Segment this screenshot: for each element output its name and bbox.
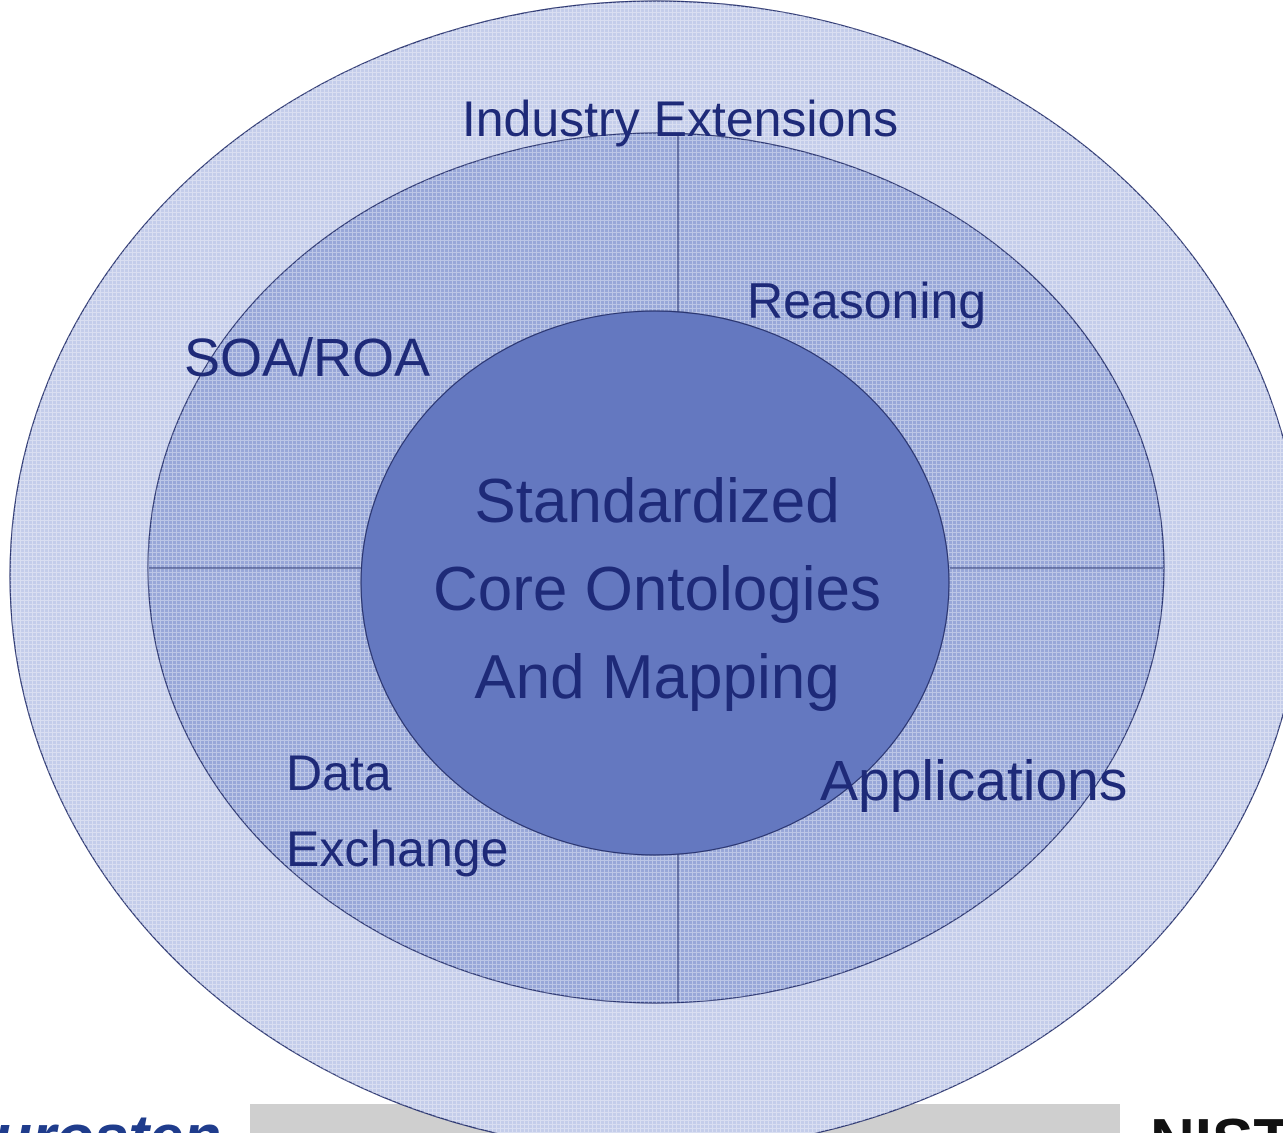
quadrant-label-exchange: Exchange — [286, 821, 508, 877]
core-label-line1: Standardized — [474, 467, 839, 536]
core-label-line2: Core Ontologies — [433, 555, 881, 624]
quadrant-label-soa-roa: SOA/ROA — [184, 328, 430, 388]
quadrant-label-data: Data — [286, 745, 392, 801]
right-logo: NIST — [1150, 1107, 1283, 1133]
core-circle — [360, 310, 950, 856]
core-label-line3: And Mapping — [474, 643, 839, 712]
quadrant-label-reasoning: Reasoning — [747, 273, 986, 329]
left-logo: urosten — [0, 1103, 221, 1133]
quadrant-label-applications: Applications — [820, 749, 1127, 813]
outer-ring-label: Industry Extensions — [462, 91, 898, 147]
